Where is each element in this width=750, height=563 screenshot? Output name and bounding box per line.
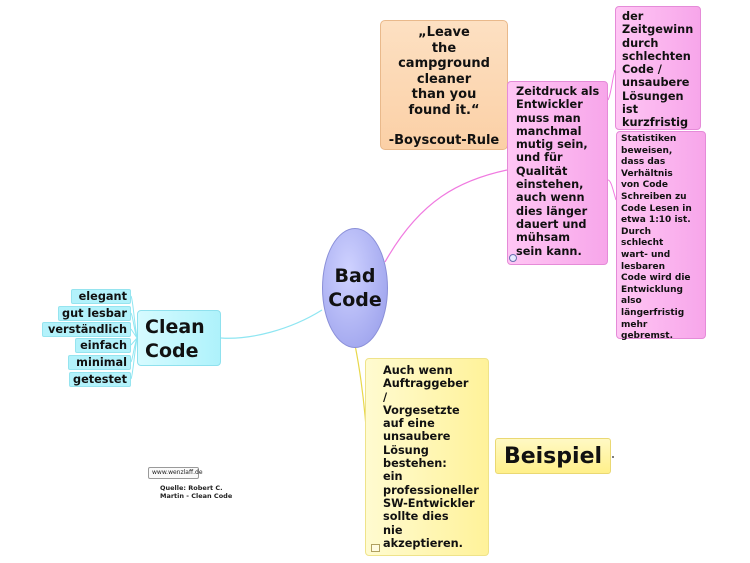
quote-line: found it.“ — [408, 102, 480, 118]
zeitdruck-line: dauert und — [516, 217, 587, 231]
zeitgewinn-line: Code / — [622, 63, 662, 77]
note-icon[interactable] — [371, 544, 380, 552]
zeitgewinn-line: Lösungen — [622, 89, 684, 103]
zeitdruck-line: einstehen, — [516, 178, 584, 192]
zeitgewinn-line: kurzfristig — [622, 116, 689, 130]
zeitdruck-line: mühsam — [516, 231, 570, 245]
clean-code-line-2: Code — [145, 340, 199, 362]
zeitdruck-line: Entwickler — [516, 98, 583, 112]
statistik-line: wart- und — [621, 249, 671, 260]
professional-line: SW-Entwickler — [383, 496, 475, 510]
statistik-line: Code wird die — [621, 273, 691, 284]
quote-attribution: -Boyscout-Rule — [388, 133, 500, 148]
attribute-getestet[interactable]: getestet — [69, 372, 131, 387]
professional-line: professioneller — [383, 483, 479, 497]
zeitgewinn-line: durch — [622, 36, 659, 50]
professional-line: auf eine — [383, 417, 435, 431]
quote-line: „Leave — [418, 25, 470, 40]
source-line: Quelle: Robert C. — [160, 484, 223, 492]
zeitdruck-line: mutig sein, — [516, 138, 588, 152]
link-center-to-zeitdruck — [384, 169, 508, 263]
link-zeitdruck-to-statistik — [607, 179, 617, 201]
statistik-line: etwa 1:10 ist. — [621, 215, 691, 226]
statistik-line: beweisen, — [621, 145, 673, 156]
statistik-line: Schreiben zu — [621, 191, 687, 202]
statistik-line: mehr — [621, 319, 648, 330]
zeitdruck-line: muss man — [516, 111, 581, 125]
statistik-line: dass das — [621, 157, 666, 168]
professional-line: sollte dies — [383, 510, 449, 524]
statistik-line: von Code — [621, 180, 668, 191]
attribute-verstaendlich[interactable]: verständlich — [42, 322, 131, 337]
zeitgewinn-line: Zeitgewinn — [622, 23, 694, 37]
zeitgewinn-node[interactable]: der Zeitgewinn durch schlechten Code / u… — [615, 6, 701, 130]
zeitgewinn-line: ist — [622, 103, 638, 117]
central-node-bad-code[interactable]: Bad Code — [322, 228, 388, 348]
source-line: Martin - Clean Code — [160, 492, 233, 500]
statistik-node[interactable]: Statistiken beweisen, dass das Verhältni… — [616, 131, 706, 341]
link-center-to-cleancode — [220, 309, 323, 339]
beispiel-dot — [612, 456, 614, 458]
zeitgewinn-line: der — [622, 10, 644, 23]
statistik-line: also — [621, 296, 642, 307]
statistik-line: Durch — [621, 226, 652, 237]
zeitdruck-line: dies länger — [516, 204, 588, 218]
professional-line: unsaubere — [383, 430, 451, 444]
zeitdruck-line: Zeitdruck als — [516, 85, 600, 98]
attribute-elegant[interactable]: elegant — [71, 289, 131, 304]
attribute-gut-lesbar[interactable]: gut lesbar — [58, 306, 131, 321]
quote-line: campground — [398, 56, 490, 71]
professional-node[interactable]: Auch wenn Auftraggeber / Vorgesetzte auf… — [365, 358, 489, 556]
statistik-line: schlecht — [621, 238, 664, 249]
statistik-line: längerfristig — [621, 307, 685, 318]
professional-line: Auftraggeber — [383, 377, 469, 391]
professional-line: nie — [383, 523, 403, 537]
professional-line: / — [383, 390, 388, 404]
zeitdruck-line: und für — [516, 151, 563, 165]
beispiel-node[interactable]: Beispiel — [495, 438, 611, 474]
clean-code-line-1: Clean — [145, 316, 205, 338]
center-line-1: Bad — [334, 265, 376, 287]
zeitdruck-node[interactable]: Zeitdruck als Entwickler muss man manchm… — [507, 81, 608, 265]
link-icon[interactable] — [509, 254, 517, 262]
professional-line: Auch wenn — [383, 364, 453, 377]
zeitgewinn-line: schlechten — [622, 49, 691, 63]
zeitdruck-line: sein kann. — [516, 244, 582, 258]
zeitdruck-line: Qualität — [516, 164, 568, 178]
source-note: Quelle: Robert C. Martin - Clean Code — [160, 484, 232, 500]
professional-line: bestehen: — [383, 457, 447, 471]
professional-line: ein — [383, 470, 403, 484]
statistik-line: Verhältnis — [621, 168, 673, 179]
statistik-line: Statistiken — [621, 134, 677, 144]
quote-node[interactable]: „Leave the campground cleaner than you f… — [380, 20, 508, 150]
clean-code-node[interactable]: Clean Code — [137, 310, 221, 366]
professional-line: Lösung — [383, 443, 429, 457]
quote-line: the — [431, 40, 457, 56]
zeitdruck-line: manchmal — [516, 124, 582, 138]
professional-line: Vorgesetzte — [383, 403, 460, 417]
zeitdruck-line: auch wenn — [516, 191, 585, 205]
quote-line: cleaner — [416, 71, 472, 87]
statistik-line: lesbaren — [621, 261, 666, 272]
professional-line: akzeptieren. — [383, 536, 463, 550]
attribute-einfach[interactable]: einfach — [75, 338, 131, 353]
quote-line: than you — [411, 87, 477, 102]
link-zeitdruck-to-zeitgewinn — [607, 69, 616, 101]
statistik-line: Entwicklung — [621, 284, 683, 295]
website-logo[interactable]: www.wenzlaff.de — [148, 467, 203, 479]
statistik-line: gebremst. — [621, 331, 673, 342]
link-cleancode-to-attributes — [130, 295, 138, 380]
statistik-line: Code Lesen in — [621, 203, 692, 214]
zeitgewinn-line: unsaubere — [622, 76, 690, 90]
attribute-minimal[interactable]: minimal — [68, 355, 131, 370]
center-line-2: Code — [328, 289, 382, 311]
